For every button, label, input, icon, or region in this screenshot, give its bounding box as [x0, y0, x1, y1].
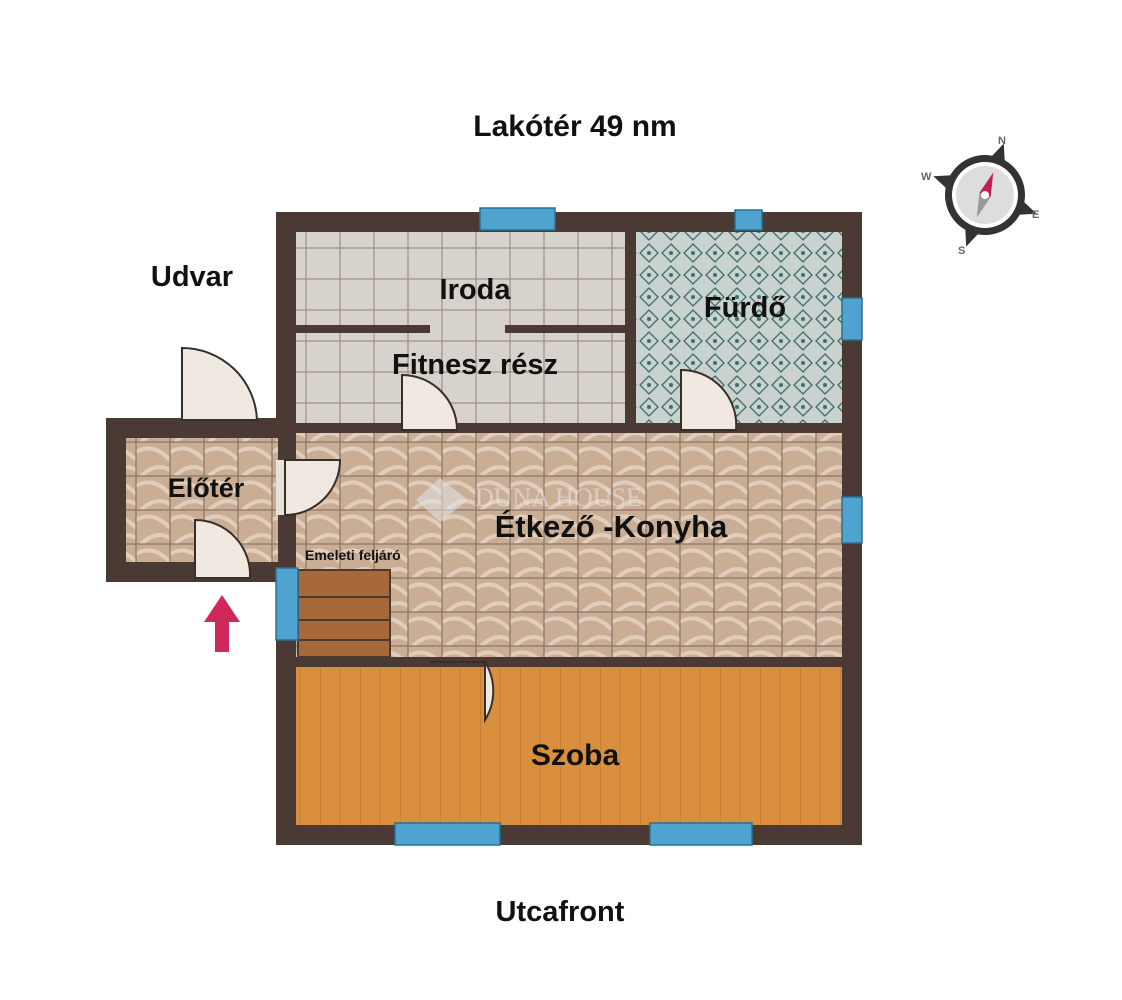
- watermark-text: DUNA HOUSE: [475, 483, 642, 512]
- entrance-arrow-icon: [204, 595, 240, 652]
- label-yard: Udvar: [151, 261, 233, 293]
- doors: [181, 346, 738, 724]
- windows: [275, 207, 863, 846]
- watermark-logo: DUNA HOUSE: [416, 478, 642, 522]
- window: [394, 822, 501, 846]
- label-hall: Előtér: [168, 473, 245, 503]
- label-kitchen: Étkező -Konyha: [495, 509, 728, 544]
- compass-n: N: [998, 135, 1006, 147]
- door-fitness[interactable]: [401, 373, 459, 431]
- door-hall-kitchen[interactable]: [284, 459, 342, 517]
- label-bathroom: Fürdő: [704, 292, 786, 324]
- door-entrance[interactable]: [194, 518, 252, 579]
- window: [841, 297, 863, 341]
- window: [734, 209, 763, 231]
- label-office: Iroda: [440, 274, 512, 306]
- window: [275, 567, 299, 641]
- bathroom-floor: [636, 232, 842, 423]
- office-floor: [296, 232, 625, 325]
- label-street: Utcafront: [496, 896, 625, 928]
- fitness-floor: [296, 333, 625, 423]
- page-title: Lakótér 49 nm: [473, 110, 676, 143]
- compass-w: W: [921, 171, 932, 183]
- window: [649, 822, 753, 846]
- window: [841, 496, 863, 544]
- door-bathroom[interactable]: [680, 368, 738, 431]
- door-room[interactable]: [430, 661, 495, 724]
- office-fitness-gap: [430, 325, 505, 333]
- stairs: [297, 569, 391, 658]
- label-room: Szoba: [531, 739, 620, 772]
- label-fitness: Fitnesz rész: [392, 349, 558, 381]
- window: [479, 207, 556, 231]
- compass-icon: [933, 143, 1037, 247]
- room-floor: [296, 667, 842, 825]
- compass-s: S: [958, 245, 965, 257]
- compass-e: E: [1032, 209, 1039, 221]
- door-yard[interactable]: [181, 346, 259, 421]
- label-stairs: Emeleti feljáró: [305, 547, 401, 563]
